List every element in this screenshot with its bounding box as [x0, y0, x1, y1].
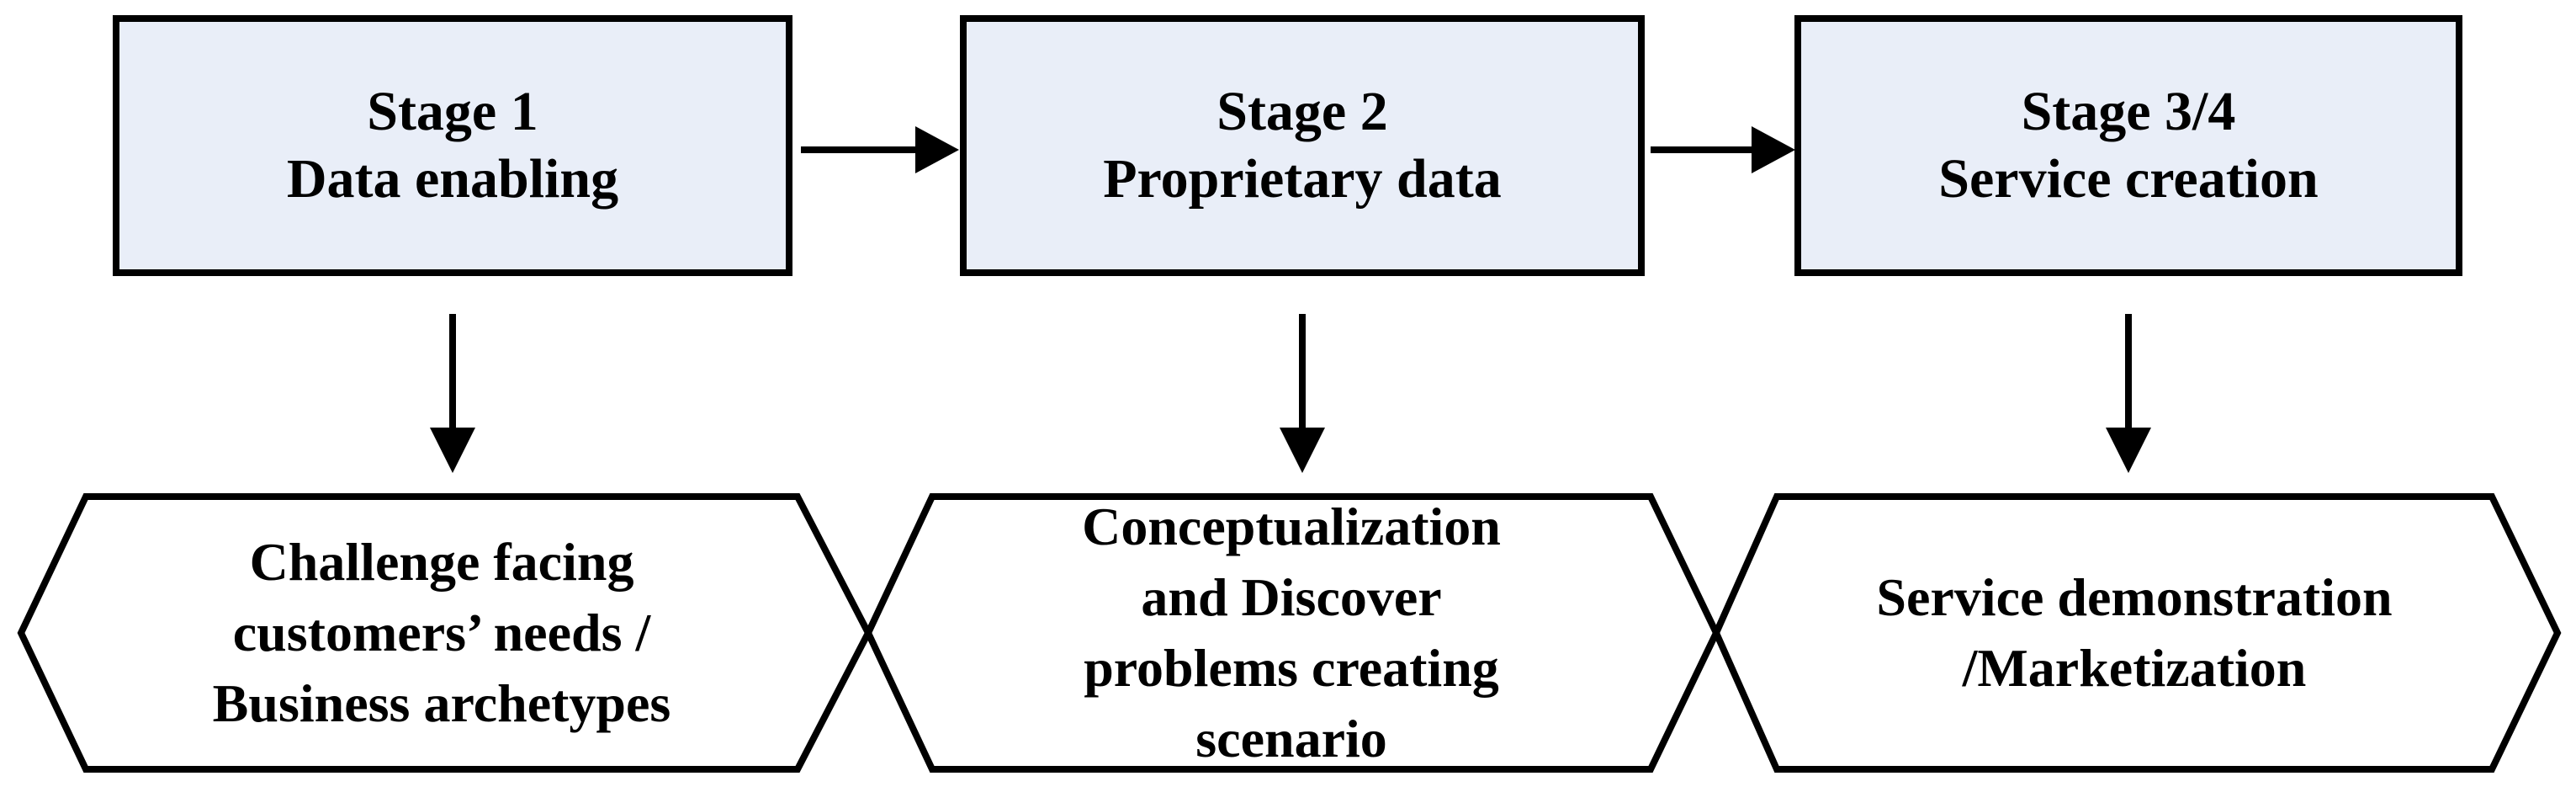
- activity-2-hexagon: [864, 493, 1720, 773]
- activity-3-hexagon: [1712, 493, 2562, 773]
- stage-1-box: [113, 15, 792, 276]
- arrow-stage1-to-stage2-head: [915, 126, 959, 173]
- stage-1-title: Stage 1: [367, 81, 538, 142]
- stage-2-title: Stage 2: [1216, 81, 1388, 142]
- arrow-stage2-to-activity2-head: [1280, 428, 1325, 473]
- stage-2-subtitle: Proprietary data: [1103, 148, 1502, 210]
- stage-3-title: Stage 3/4: [2021, 81, 2236, 142]
- activity-1-line-2: customers’ needs /: [232, 603, 651, 662]
- stage-2-box: [960, 15, 1645, 276]
- activity-2-line-4: scenario: [1195, 709, 1387, 768]
- activity-2-line-1: Conceptualization: [1082, 497, 1501, 556]
- activity-2-line-3: problems creating: [1084, 638, 1499, 698]
- stage-3-subtitle: Service creation: [1938, 148, 2319, 210]
- activity-3-line-2: /Marketization: [1962, 638, 2307, 698]
- arrow-stage3-to-activity3-head: [2106, 428, 2151, 473]
- stage-2-label: Stage 2 Proprietary data: [963, 19, 1641, 273]
- activity-1-label: Challenge facing customers’ needs / Busi…: [86, 497, 798, 769]
- arrow-stage1-to-activity1-head: [430, 428, 475, 473]
- activity-2-label: Conceptualization and Discover problems …: [932, 497, 1651, 769]
- activity-3-label: Service demonstration /Marketization: [1777, 497, 2492, 769]
- activity-3-line-1: Service demonstration: [1876, 567, 2393, 627]
- stage-3-label: Stage 3/4 Service creation: [1798, 19, 2459, 273]
- stage-1-label: Stage 1 Data enabling: [116, 19, 789, 273]
- activity-1-line-3: Business archetypes: [212, 673, 671, 733]
- activity-1-hexagon: [17, 493, 872, 773]
- stage-3-box: [1794, 15, 2462, 276]
- stage-1-subtitle: Data enabling: [286, 148, 619, 210]
- activity-2-line-2: and Discover: [1141, 567, 1442, 627]
- arrow-stage2-to-stage3-head: [1752, 126, 1795, 173]
- activity-1-line-1: Challenge facing: [249, 532, 634, 592]
